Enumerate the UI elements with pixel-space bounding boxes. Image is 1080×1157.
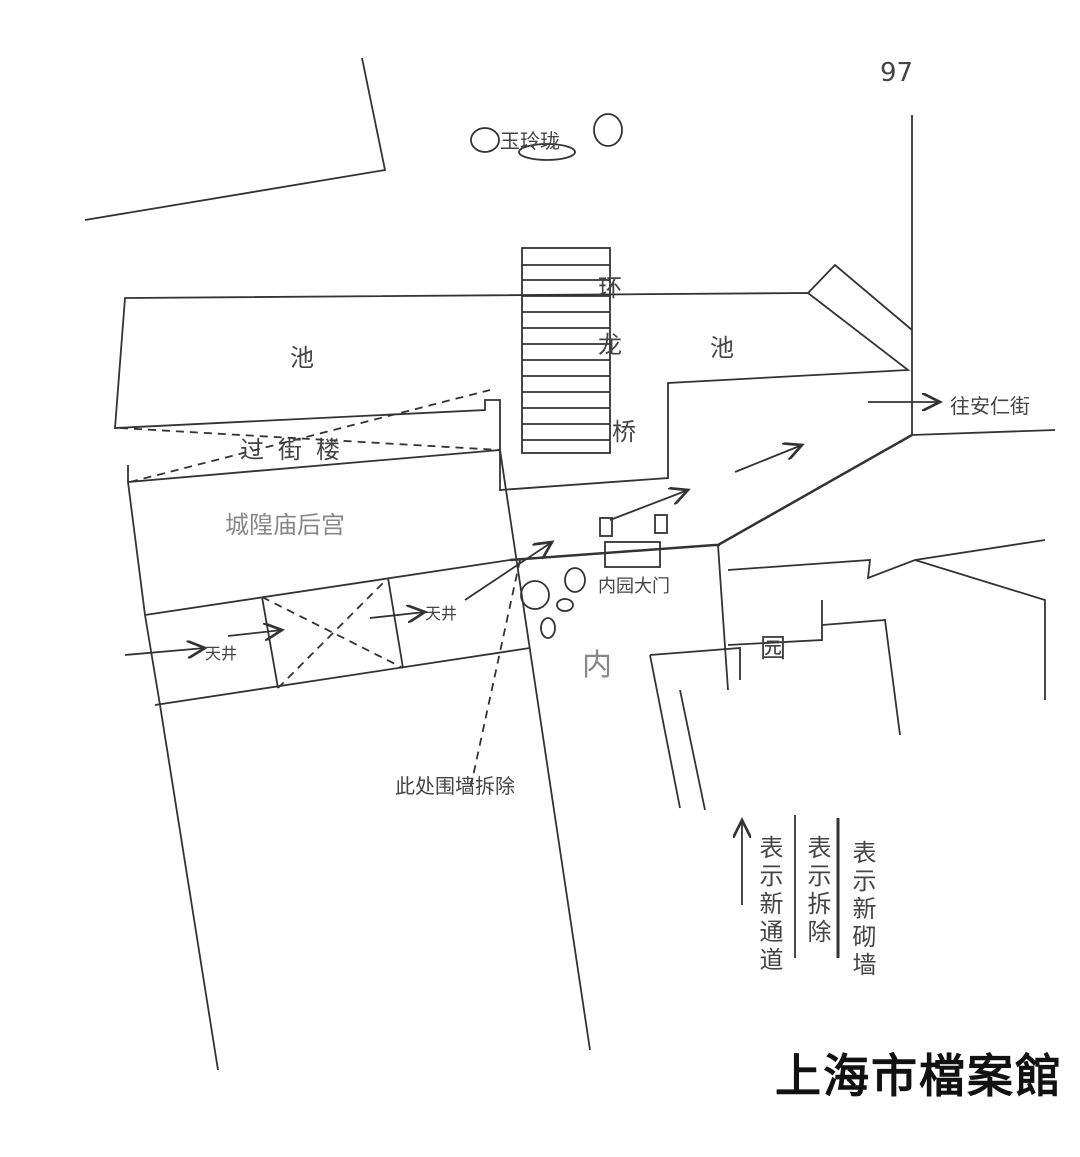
label-overpass: 过街楼 — [240, 436, 354, 464]
right-boundary — [911, 115, 1056, 436]
label-inner-2: 园 — [760, 634, 787, 664]
zigzag-bridge — [521, 247, 611, 454]
label-courtyard-2: 天井 — [425, 604, 458, 623]
rockery — [470, 113, 623, 639]
bridge-slats — [522, 264, 610, 441]
page-number: 97 — [880, 58, 914, 88]
label-bridge-2: 龙 — [598, 331, 622, 359]
label-bridge-1: 环 — [598, 274, 622, 302]
legend-removed: 表示拆除 — [803, 835, 831, 947]
label-bridge-3: 桥 — [612, 418, 636, 446]
inner-gate — [604, 541, 661, 568]
label-pond-left: 池 — [290, 344, 314, 372]
temple-rear-outline — [127, 449, 591, 1071]
top-building-outline — [84, 57, 387, 221]
gate-post-right — [654, 514, 668, 534]
new-passage-arrows — [124, 402, 940, 905]
label-to-street: 往安仁街 — [950, 394, 1030, 418]
label-inner-1: 内 — [582, 648, 612, 683]
label-pond-right: 池 — [710, 334, 734, 362]
gate-post-left — [599, 517, 613, 537]
overpass-dashed — [119, 389, 501, 483]
legend-new-wall: 表示新砌墙 — [848, 840, 876, 980]
pond-outline — [114, 292, 911, 491]
legend-new-passage: 表示新通道 — [755, 835, 783, 975]
label-wall-removed: 此处围墙拆除 — [395, 774, 515, 798]
label-temple-rear: 城隍庙后宫 — [225, 511, 345, 539]
label-inner-gate: 内园大门 — [598, 576, 670, 597]
label-courtyard-1: 天井 — [205, 644, 238, 663]
label-rock: 玉玲珑 — [500, 129, 560, 153]
archive-watermark: 上海市檔案館 — [775, 1049, 1063, 1103]
